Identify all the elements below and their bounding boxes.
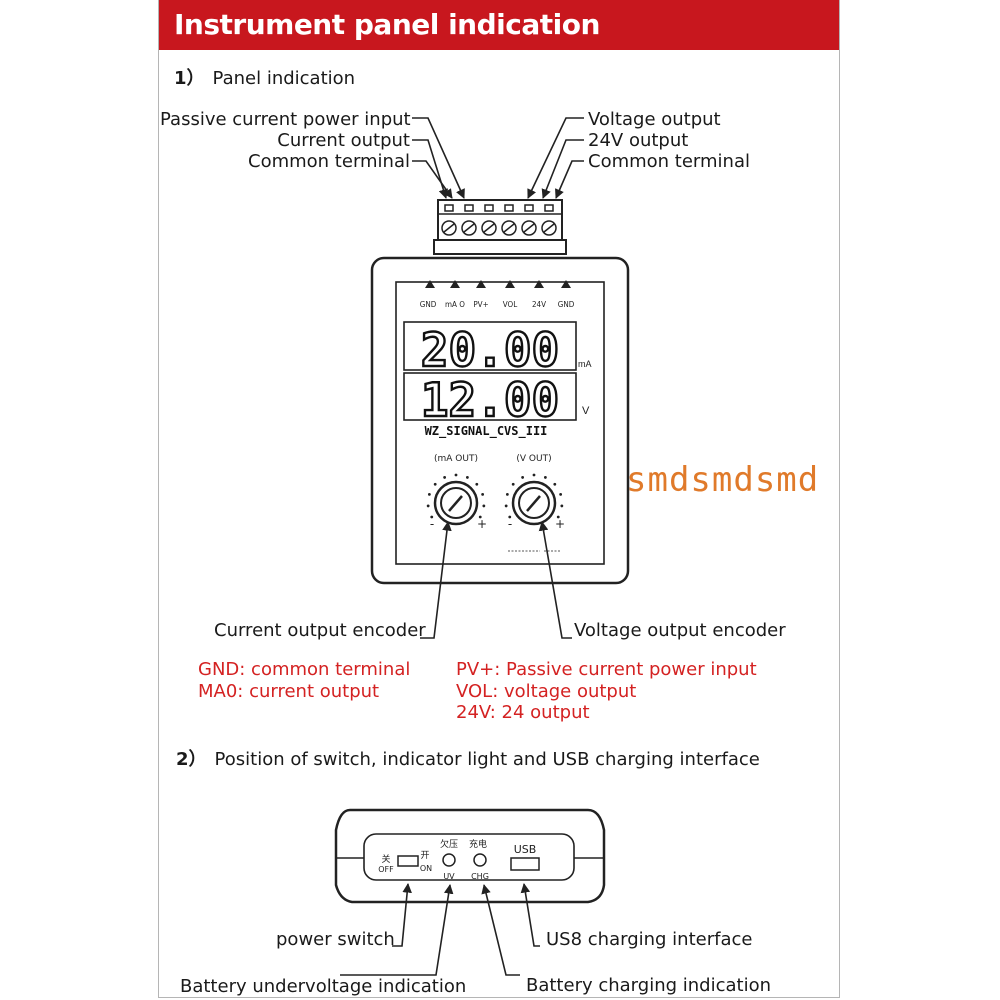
dial-dot xyxy=(481,492,485,496)
page-frame xyxy=(158,0,840,998)
dial-dot xyxy=(454,473,458,477)
label-voltage-output-encoder: Voltage output encoder xyxy=(574,620,786,641)
legend-24v: 24V: 24 output xyxy=(456,702,590,723)
uv-label: UV xyxy=(443,872,455,881)
dial-dot xyxy=(560,504,564,508)
section-2-heading: 2） Position of switch, indicator light an… xyxy=(176,745,760,771)
dial-dot xyxy=(556,515,560,519)
knob-minus-right: - xyxy=(508,517,512,531)
top-leader-lines xyxy=(412,117,584,199)
terminal-label-24v: 24V xyxy=(532,300,546,309)
label-voltage-output: Voltage output xyxy=(588,109,721,130)
dial-dot xyxy=(427,492,431,496)
dial-dot xyxy=(433,482,437,486)
current-value: 20.00 xyxy=(421,323,559,377)
usb-label: USB xyxy=(514,843,537,856)
current-display xyxy=(403,321,577,371)
terminal-block xyxy=(433,199,567,255)
header-bar xyxy=(159,0,839,50)
dial-dot xyxy=(426,504,430,508)
dial-dot xyxy=(443,476,447,479)
dial-dot xyxy=(430,515,434,519)
terminal-label-gnd2: GND xyxy=(558,300,575,309)
section-1-number: 1） xyxy=(174,68,205,89)
terminal-label-gnd: GND xyxy=(420,300,437,309)
label-current-output-encoder: Current output encoder xyxy=(214,620,426,641)
terminal-label-pv: PV+ xyxy=(473,300,488,309)
voltage-value: 12.00 xyxy=(421,373,559,427)
dial-dot xyxy=(508,515,512,519)
knob-plus-right: + xyxy=(555,517,565,531)
dial-dot xyxy=(465,476,469,479)
section-2-title: Position of switch, indicator light and … xyxy=(214,749,760,770)
terminal-label-mao: mA O xyxy=(445,300,465,309)
on-cn-label: 开 xyxy=(420,850,429,861)
on-label: ON xyxy=(420,864,432,873)
voltage-unit: V xyxy=(582,405,590,417)
dial-dot xyxy=(478,515,482,519)
chg-indicator-light xyxy=(473,853,487,867)
model-name: WZ_SIGNAL_CVS_III xyxy=(425,424,548,439)
legend-vol: VOL: voltage output xyxy=(456,681,637,702)
chg-cn-label: 充电 xyxy=(469,838,487,850)
uv-indicator-light xyxy=(442,853,456,867)
dial-dot xyxy=(475,482,479,486)
terminal-label-vol: VOL xyxy=(503,300,517,309)
bottom-panel-labels: 关 OFF 开 ON 欠压 UV 充电 CHG USB xyxy=(378,838,536,881)
label-24v-output: 24V output xyxy=(588,130,689,151)
dial-dot xyxy=(482,504,486,508)
label-usb-charging-interface: US8 charging interface xyxy=(546,929,753,950)
dial-dot xyxy=(559,492,563,496)
label-common-terminal-left: Common terminal xyxy=(248,151,410,172)
section-1-title: Panel indication xyxy=(212,68,356,89)
terminal-labels: GND mA O PV+ VOL 24V GND xyxy=(420,300,575,309)
knob-label-ma: (mA OUT) xyxy=(434,454,478,464)
section-2-number: 2） xyxy=(176,749,207,770)
label-current-output: Current output xyxy=(277,130,410,151)
terminal-markers xyxy=(425,280,571,288)
power-switch xyxy=(397,855,419,867)
dial-dot xyxy=(511,482,515,486)
watermark: smdsmdsmd xyxy=(626,460,820,500)
label-battery-undervoltage: Battery undervoltage indication xyxy=(180,976,467,997)
usb-port xyxy=(510,857,540,871)
off-cn-label: 关 xyxy=(381,853,390,865)
dial-dot xyxy=(505,492,509,496)
voltage-display xyxy=(403,372,577,421)
label-power-switch: power switch xyxy=(276,929,395,950)
label-common-terminal-right: Common terminal xyxy=(588,151,750,172)
chg-label: CHG xyxy=(471,872,489,881)
label-battery-charging: Battery charging indication xyxy=(526,975,771,996)
bottom-leaders xyxy=(340,883,540,976)
section-1-heading: 1） Panel indication xyxy=(174,64,355,90)
knob-label-v: (V OUT) xyxy=(516,454,551,464)
label-passive-current-power-input: Passive current power input xyxy=(160,109,411,130)
uv-cn-label: 欠压 xyxy=(440,838,458,850)
legend-pv: PV+: Passive current power input xyxy=(456,659,757,680)
off-label: OFF xyxy=(378,865,394,874)
dial-dot xyxy=(543,476,547,479)
page-title: Instrument panel indication xyxy=(174,8,600,41)
dial-dot xyxy=(521,476,525,479)
dial-dot xyxy=(532,473,536,477)
knob-plus-left: + xyxy=(477,517,487,531)
encoder-leaders xyxy=(420,521,572,639)
dial-dot xyxy=(553,482,557,486)
knob-minus-left: - xyxy=(430,517,434,531)
dial-dot xyxy=(504,504,508,508)
current-unit: mA xyxy=(578,359,592,369)
legend-ma0: MA0: current output xyxy=(198,681,380,702)
voltage-knob xyxy=(504,473,564,526)
current-knob xyxy=(426,473,486,526)
legend-gnd: GND: common terminal xyxy=(198,659,411,680)
